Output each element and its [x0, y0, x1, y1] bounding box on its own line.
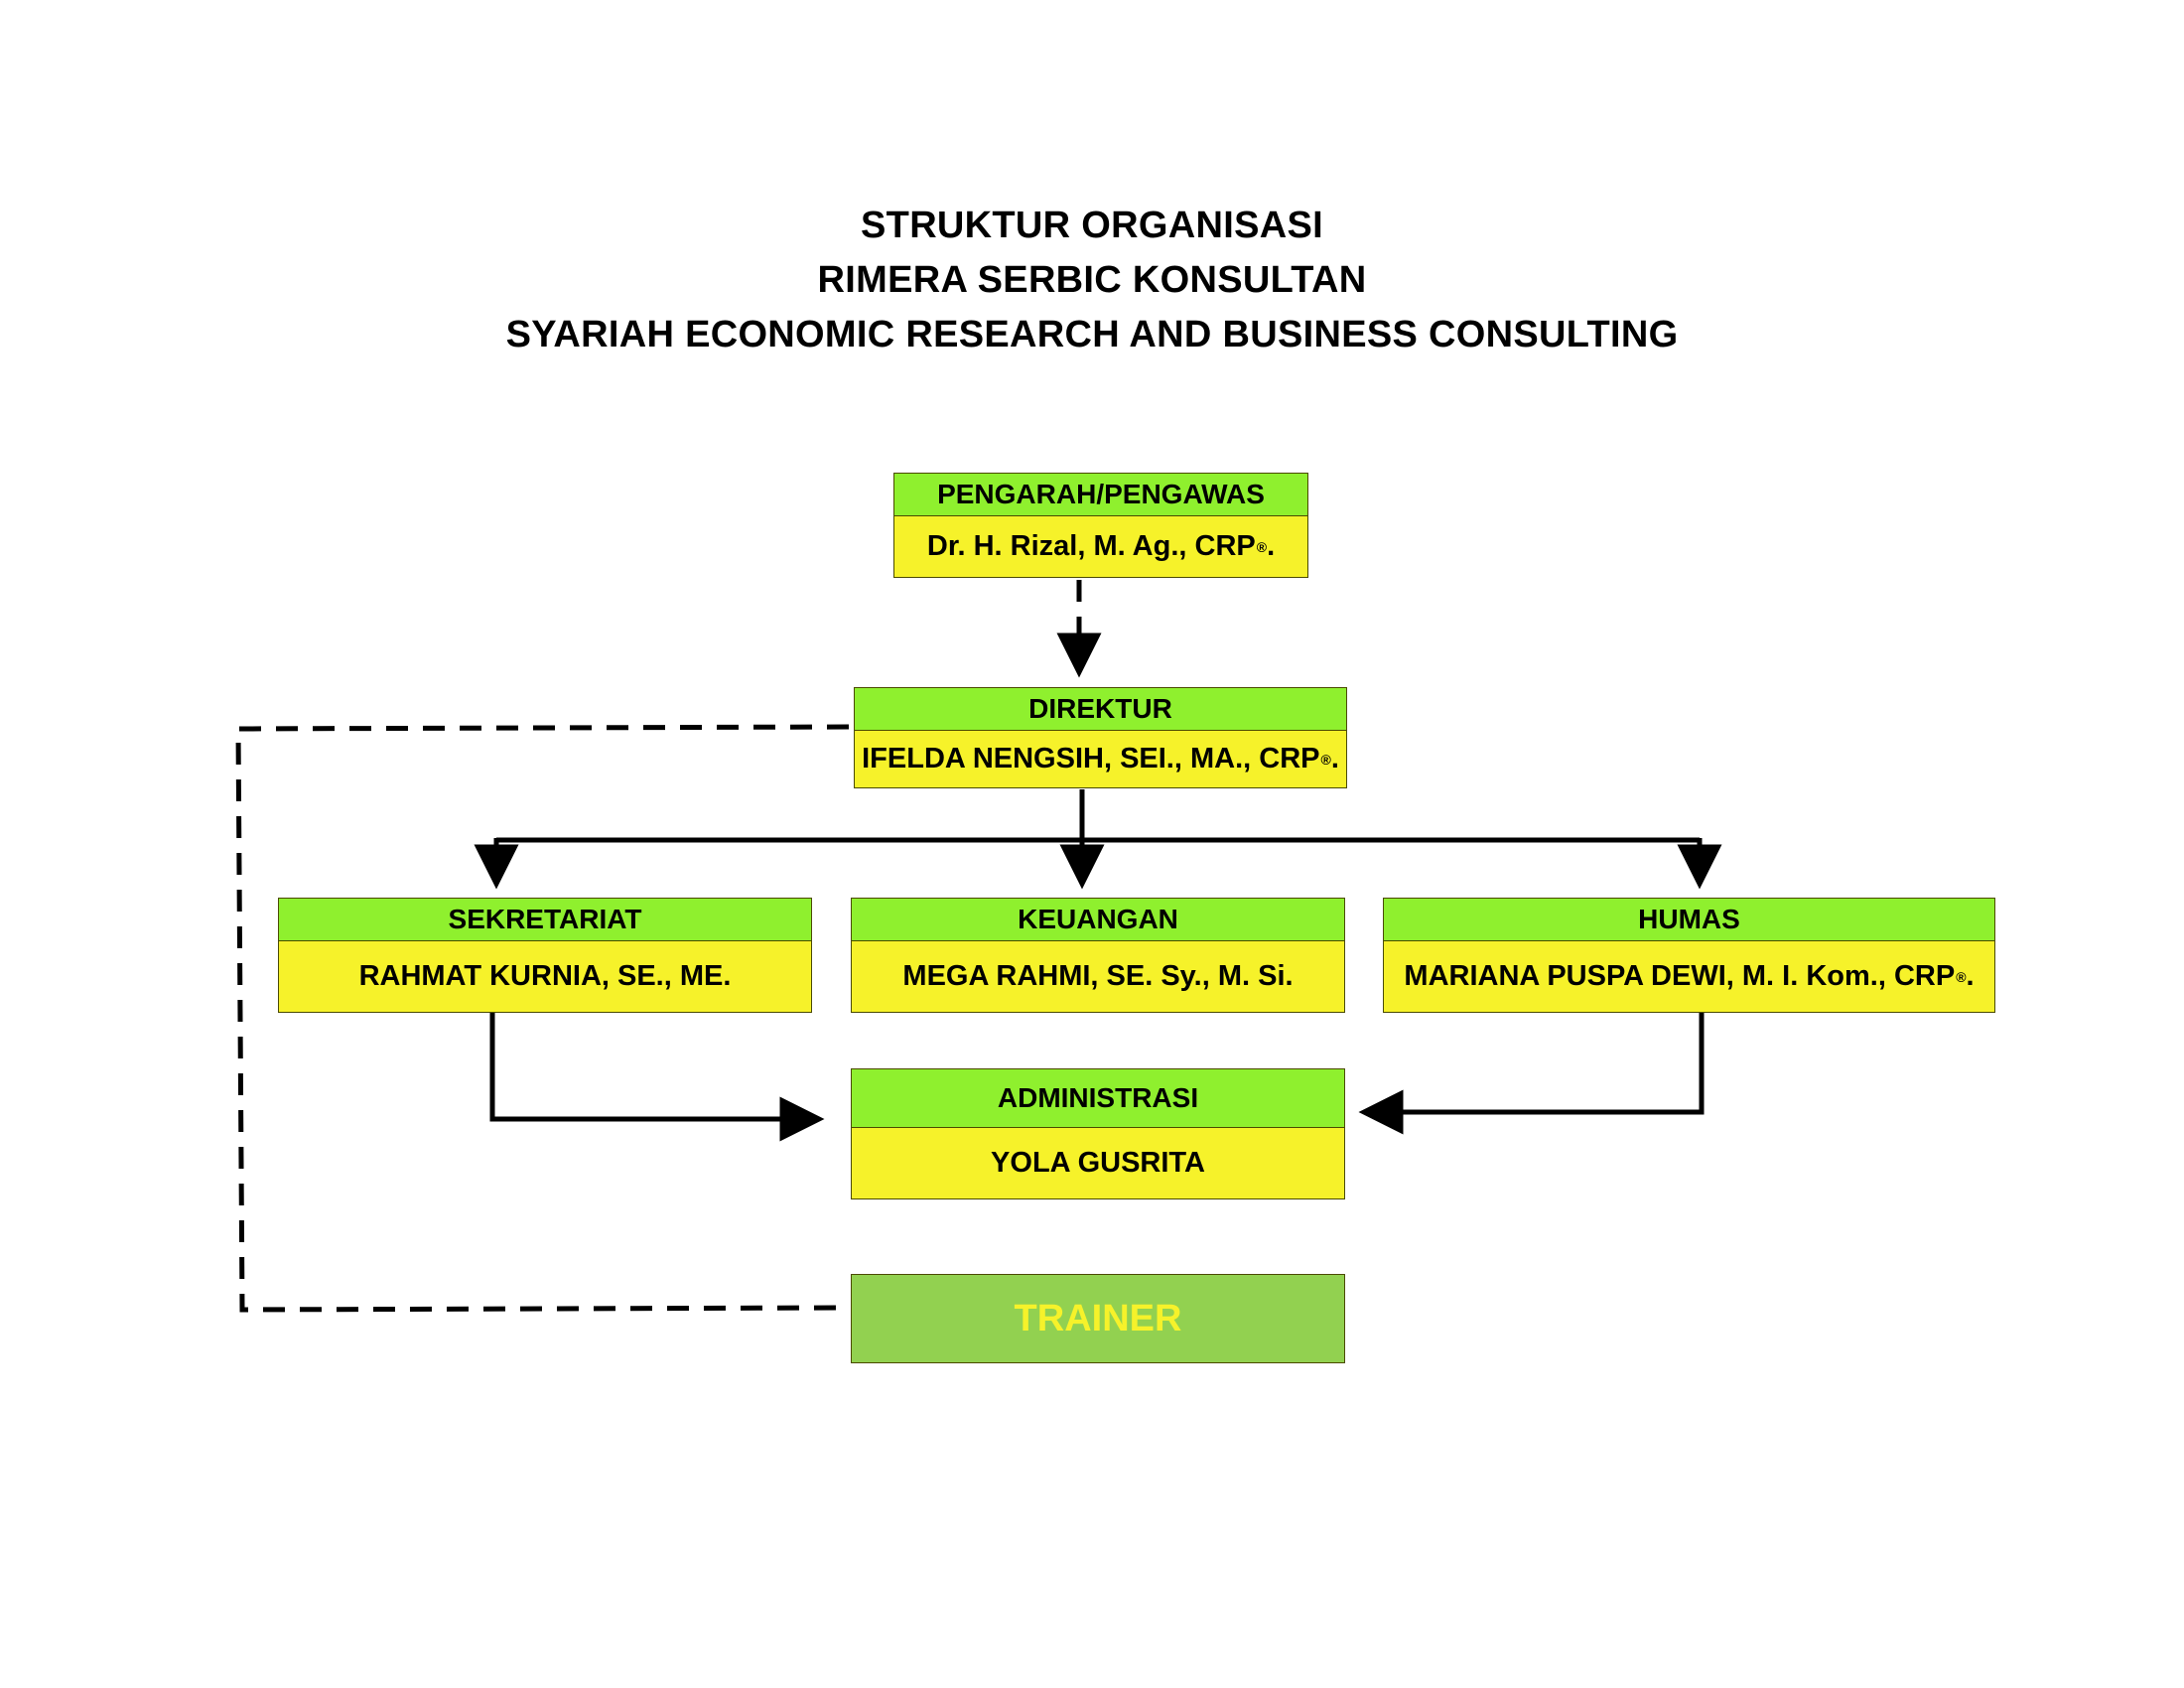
node-administrasi: ADMINISTRASI YOLA GUSRITA [851, 1068, 1345, 1199]
role-label: KEUANGAN [852, 899, 1344, 941]
role-label: SEKRETARIAT [279, 899, 811, 941]
name-label: Dr. H. Rizal, M. Ag., CRP®. [894, 516, 1307, 577]
edge-direktur-trainer [235, 724, 850, 1313]
node-keuangan: KEUANGAN MEGA RAHMI, SE. Sy., M. Si. [851, 898, 1345, 1013]
name-label: IFELDA NENGSIH, SEI., MA., CRP®. [855, 731, 1346, 787]
name-suffix: . [1267, 530, 1276, 562]
name-label: MEGA RAHMI, SE. Sy., M. Si. [852, 941, 1344, 1012]
title-line-2: RIMERA SERBIC KONSULTAN [817, 259, 1367, 301]
role-label: PENGARAH/PENGAWAS [894, 474, 1307, 516]
name-text: MARIANA PUSPA DEWI, M. I. Kom., CRP [1404, 960, 1956, 992]
node-trainer: TRAINER [851, 1274, 1345, 1363]
name-label: RAHMAT KURNIA, SE., ME. [279, 941, 811, 1012]
registered-mark: ® [1320, 751, 1331, 768]
chart-title: STRUKTUR ORGANISASI RIMERA SERBIC KONSUL… [0, 199, 2184, 362]
name-suffix: . [1330, 743, 1339, 774]
name-text: IFELDA NENGSIH, SEI., MA., CRP [862, 743, 1320, 774]
title-line-1: STRUKTUR ORGANISASI [861, 205, 1323, 246]
name-text: Dr. H. Rizal, M. Ag., CRP [926, 530, 1256, 562]
name-label: MARIANA PUSPA DEWI, M. I. Kom., CRP®. [1384, 941, 1994, 1012]
role-label: DIREKTUR [855, 688, 1346, 731]
edge-sekretariat-administrasi [489, 1013, 825, 1142]
node-direktur: DIREKTUR IFELDA NENGSIH, SEI., MA., CRP®… [854, 687, 1347, 788]
node-humas: HUMAS MARIANA PUSPA DEWI, M. I. Kom., CR… [1383, 898, 1995, 1013]
name-suffix: . [1966, 960, 1975, 992]
title-line-3: SYARIAH ECONOMIC RESEARCH AND BUSINESS C… [505, 314, 1679, 355]
name-label: YOLA GUSRITA [852, 1128, 1344, 1198]
role-label: ADMINISTRASI [852, 1069, 1344, 1128]
registered-mark: ® [1256, 538, 1268, 555]
node-sekretariat: SEKRETARIAT RAHMAT KURNIA, SE., ME. [278, 898, 812, 1013]
role-label: HUMAS [1384, 899, 1994, 941]
node-pengarah: PENGARAH/PENGAWAS Dr. H. Rizal, M. Ag., … [893, 473, 1308, 578]
registered-mark: ® [1956, 968, 1967, 985]
edge-humas-administrasi [1358, 1013, 1705, 1135]
